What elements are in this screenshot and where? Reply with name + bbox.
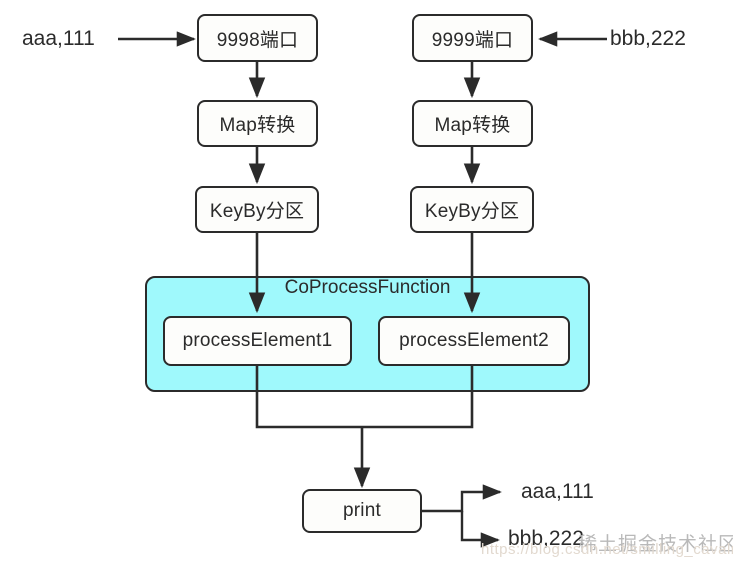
node-map-left[interactable]: Map转换	[197, 100, 318, 147]
node-process-element-1[interactable]: processElement1	[163, 316, 352, 366]
output-label-bbb: bbb,222	[508, 527, 584, 550]
output-label-aaa: aaa,111	[521, 480, 594, 503]
input-label-bbb: bbb,222	[610, 27, 686, 50]
wire-print-fanout	[422, 484, 502, 513]
node-source-9999[interactable]: 9999端口	[412, 14, 533, 62]
node-keyby-right[interactable]: KeyBy分区	[410, 186, 534, 233]
node-map-right[interactable]: Map转换	[412, 100, 533, 147]
wire-merge-to-print	[255, 366, 474, 429]
input-label-aaa: aaa,111	[22, 27, 95, 50]
group-coprocessfunction-title: CoProcessFunction	[284, 277, 451, 298]
node-process-element-2[interactable]: processElement2	[378, 316, 570, 366]
node-keyby-left[interactable]: KeyBy分区	[195, 186, 319, 233]
node-print-sink[interactable]: print	[302, 489, 422, 533]
node-source-9998[interactable]: 9998端口	[197, 14, 318, 62]
wire-print-fanout-2	[460, 511, 500, 548]
